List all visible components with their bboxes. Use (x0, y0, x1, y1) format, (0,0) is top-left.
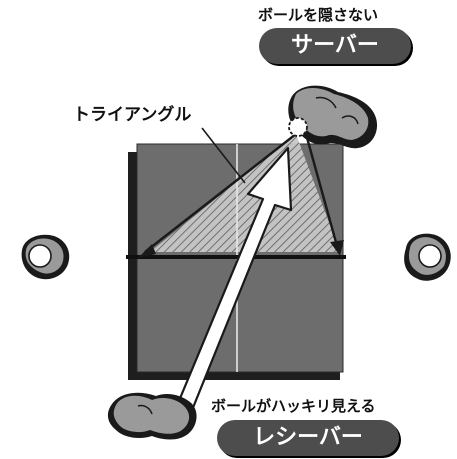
server-role-badge: サーバー (259, 28, 411, 64)
triangle-edge-left (144, 133, 297, 253)
triangle-zone (150, 134, 340, 252)
right-player-hand (404, 233, 451, 281)
receiver-caption: ボールがハッキリ見える (211, 397, 376, 415)
left-player-hand (21, 234, 70, 280)
arrowhead-left (138, 244, 156, 258)
ball (288, 117, 308, 137)
triangle-edge-right (304, 133, 339, 247)
server-caption: ボールを隠さない (258, 6, 379, 24)
sightline-arrow (169, 146, 293, 422)
triangle-leader (201, 127, 246, 184)
server-hand (288, 85, 378, 149)
arrowhead-right (330, 240, 344, 256)
triangle-label: トライアングル (73, 105, 192, 125)
receiver-role-badge: レシーバー (217, 420, 399, 456)
receiver-hand (107, 392, 197, 440)
